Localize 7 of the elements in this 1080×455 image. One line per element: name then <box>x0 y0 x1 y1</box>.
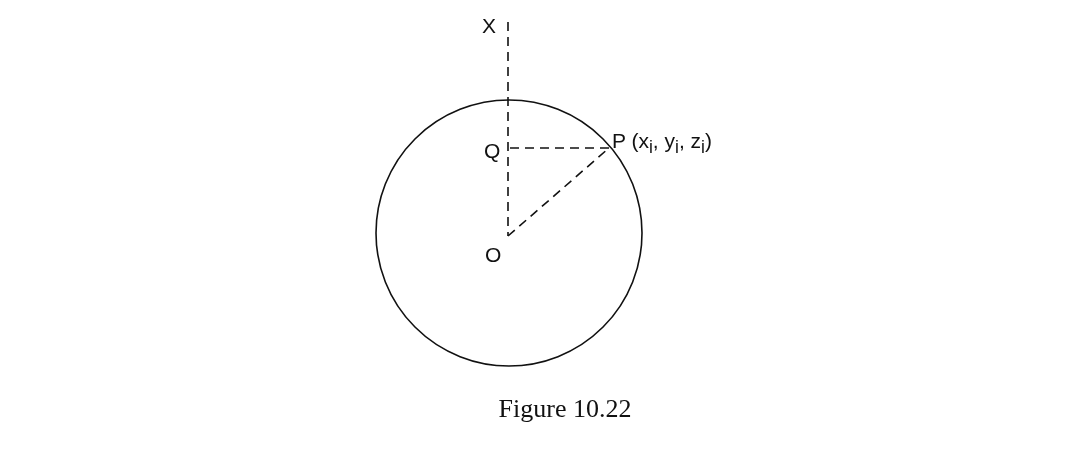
figure-caption: Figure 10.22 <box>497 394 633 424</box>
dashed-line <box>509 147 610 149</box>
point-label: O <box>485 243 502 267</box>
point-label: Q <box>484 139 501 163</box>
dashed-line <box>507 21 509 237</box>
point-label: P (x$_{i}$, y$_{i}$, z$_{i}$) <box>612 129 712 160</box>
point-label: X <box>482 14 496 38</box>
